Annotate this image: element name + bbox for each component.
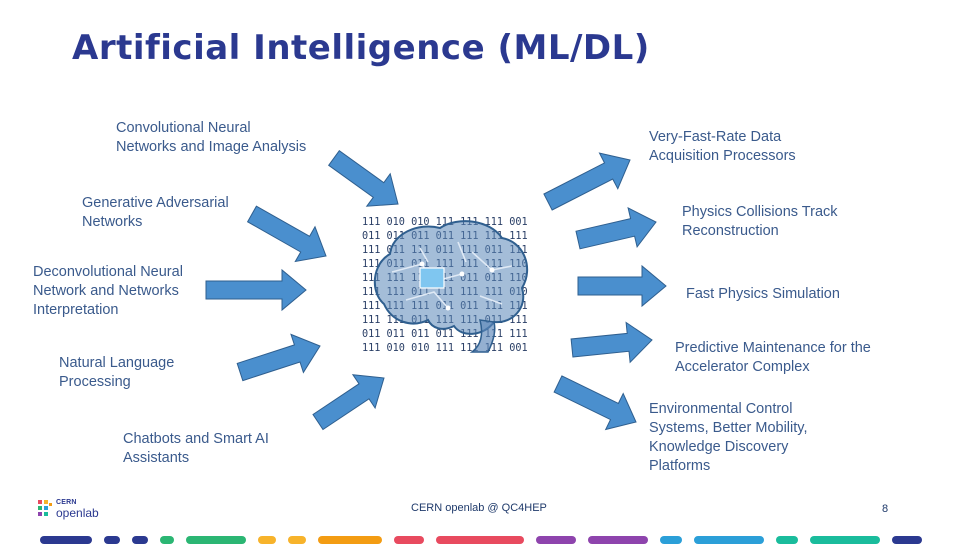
left-item-cnn: Convolutional Neural Networks and Image … — [116, 120, 307, 155]
left-item-gan: Generative Adversarial Networks — [82, 195, 229, 230]
bottom-color-bar — [0, 532, 960, 544]
arrow-environment-icon — [553, 375, 637, 431]
left-item-chatbots: Chatbots and Smart AI Assistants — [123, 431, 269, 466]
left-item-nlp: Natural Language Processing — [59, 355, 175, 390]
binary-row: 111 010 010 111 111 111 001 — [362, 343, 528, 354]
arrow-gan-icon — [246, 205, 327, 263]
arrow-chatbots-icon — [312, 374, 385, 431]
arrow-nlp-icon — [236, 333, 321, 382]
slide-title: Artificial Intelligence (ML/DL) — [72, 28, 650, 68]
right-item-daq: Very-Fast-Rate Data Acquisition Processo… — [649, 129, 796, 164]
right-item-environment: Environmental Control Systems, Better Mo… — [649, 401, 808, 474]
arrow-deconv-icon — [205, 268, 307, 312]
cern-openlab-logo: CERN openlab — [36, 498, 106, 520]
brain-icon — [373, 220, 529, 353]
right-item-simulation: Fast Physics Simulation — [686, 286, 840, 302]
footer-text: CERN openlab @ QC4HEP — [411, 502, 547, 514]
arrow-simulation-icon — [577, 264, 667, 308]
right-item-tracking: Physics Collisions Track Reconstruction — [682, 204, 838, 239]
logo-icon — [38, 500, 52, 516]
arrow-cnn-icon — [327, 150, 399, 207]
arrow-daq-icon — [543, 152, 631, 211]
arrow-maintenance-icon — [570, 321, 653, 364]
page-number: 8 — [882, 503, 889, 515]
arrow-tracking-icon — [575, 206, 657, 250]
right-item-maintenance: Predictive Maintenance for the Accelerat… — [675, 340, 871, 375]
logo-line1: CERN — [56, 499, 77, 506]
left-item-deconv: Deconvolutional Neural Network and Netwo… — [33, 264, 183, 318]
logo-line2: openlab — [56, 506, 99, 520]
